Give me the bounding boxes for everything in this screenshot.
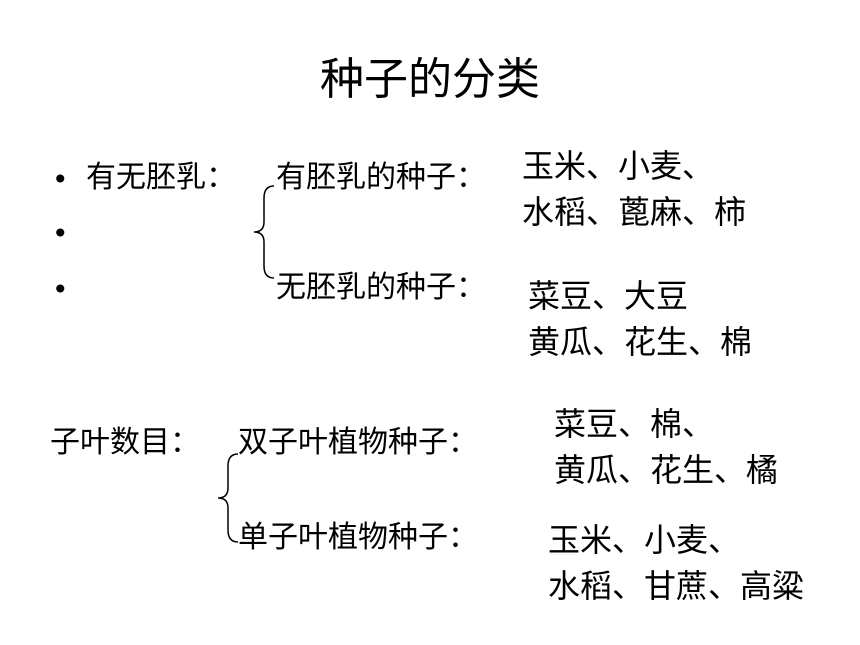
monocot-examples-line2: 水稻、甘蔗、高粱 — [548, 567, 805, 605]
dicot-examples-line2: 黄瓜、花生、橘 — [554, 451, 779, 489]
monocot-group-label: 单子叶植物种子： — [238, 520, 478, 555]
endosperm-examples-line1: 玉米、小麦、 — [522, 147, 715, 185]
category-cotyledon-label: 子叶数目： — [50, 425, 200, 460]
no-endosperm-examples-line2: 黄瓜、花生、棉 — [528, 323, 753, 361]
dicot-group-label: 双子叶植物种子： — [238, 425, 478, 460]
bullet-1: • — [52, 163, 69, 196]
endosperm-examples-line2: 水稻、蓖麻、柿 — [522, 193, 747, 231]
no-endosperm-group-label: 无胚乳的种子： — [276, 270, 486, 305]
bullet-3: • — [52, 273, 69, 306]
bullet-2: • — [52, 217, 69, 250]
endosperm-group-label: 有胚乳的种子： — [276, 160, 486, 195]
monocot-examples-line1: 玉米、小麦、 — [548, 521, 741, 559]
slide-title: 种子的分类 — [320, 54, 540, 105]
category-endosperm-label: 有无胚乳： — [86, 160, 236, 195]
dicot-examples-line1: 菜豆、棉、 — [554, 405, 715, 443]
brace-cotyledon — [217, 453, 239, 543]
no-endosperm-examples-line1: 菜豆、大豆 — [528, 277, 689, 315]
brace-endosperm — [253, 185, 275, 279]
